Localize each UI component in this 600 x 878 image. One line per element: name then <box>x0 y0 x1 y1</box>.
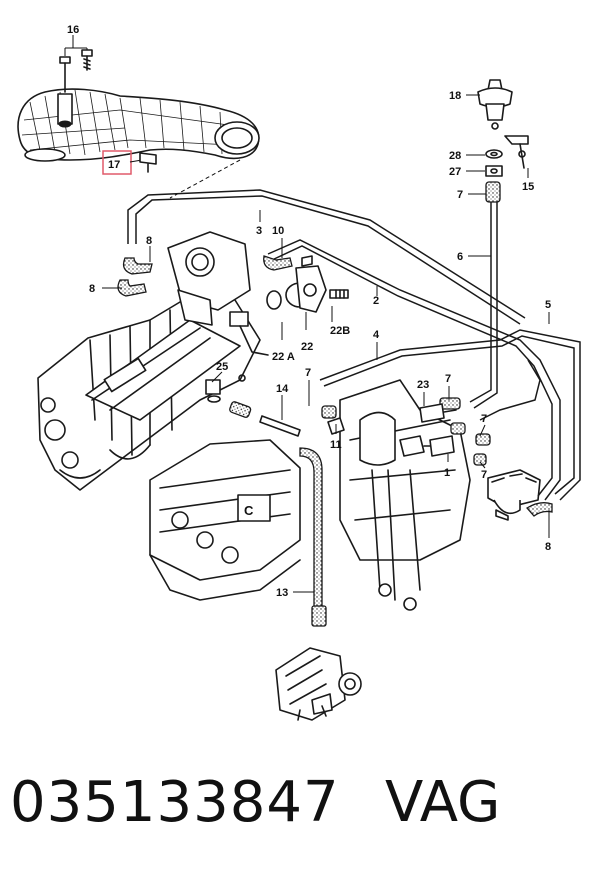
exploded-parts-diagram: C <box>17 24 581 721</box>
vacuum-line-3 <box>127 189 526 325</box>
vacuum-line-2 <box>267 239 561 501</box>
nut-27 <box>485 165 503 177</box>
callout-3: 3 <box>256 225 262 237</box>
callout-labels: 16 17 18 28 27 15 7 6 3 10 8 8 2 5 22B 4… <box>67 24 551 599</box>
bolt-22b <box>329 289 349 299</box>
callout-28: 28 <box>449 150 461 162</box>
brand-name: VAG <box>385 770 501 835</box>
callout-6: 6 <box>457 251 463 263</box>
callout-8-left: 8 <box>89 283 95 295</box>
leader-lines <box>102 94 550 593</box>
vacuum-line-4 <box>319 329 581 501</box>
callout-16: 16 <box>67 24 79 36</box>
hose-13 <box>299 447 327 627</box>
bolt-16-pair <box>59 35 93 93</box>
engine-bracket-right <box>339 379 471 611</box>
callout-4: 4 <box>373 329 380 341</box>
check-valve-18 <box>477 79 529 169</box>
distributor <box>487 469 541 521</box>
hose-8-right <box>526 502 553 517</box>
valve-1 <box>399 435 455 457</box>
callout-18: 18 <box>449 90 461 102</box>
hose-7-segments <box>229 181 501 466</box>
part-17-screw[interactable] <box>102 150 157 175</box>
callout-1: 1 <box>444 467 450 479</box>
callout-22a: 22 A <box>272 351 295 363</box>
callout-7-top: 7 <box>457 189 463 201</box>
callout-22: 22 <box>301 341 313 353</box>
callout-10: 10 <box>272 225 284 237</box>
callout-5: 5 <box>545 299 551 311</box>
intake-air-boot <box>17 88 260 162</box>
svg-text:C: C <box>244 503 254 518</box>
callout-7-right-c: 7 <box>481 469 487 481</box>
callout-7-mid: 7 <box>305 367 311 379</box>
callout-11: 11 <box>330 439 342 451</box>
callout-25: 25 <box>216 361 228 373</box>
callout-15: 15 <box>522 181 534 193</box>
vacuum-pump-assembly <box>275 647 362 721</box>
fitting-25 <box>205 374 246 403</box>
callout-13: 13 <box>276 587 288 599</box>
vacuum-line-5 <box>479 359 541 421</box>
pipe-14 <box>259 415 301 437</box>
callout-8-right: 8 <box>545 541 551 553</box>
vacuum-line-6 <box>469 200 498 409</box>
part-number: 035133847 <box>10 770 340 835</box>
callout-22b: 22B <box>330 325 350 337</box>
footer: 035133847 VAG <box>0 770 600 850</box>
callout-7-right-b: 7 <box>481 413 487 425</box>
callout-8-left-top: 8 <box>146 235 152 247</box>
sensor-23 <box>419 403 457 423</box>
throttle-body <box>167 231 269 356</box>
cylinder-head-block: C <box>149 439 301 601</box>
callout-17[interactable]: 17 <box>108 159 120 171</box>
washer-28 <box>485 149 503 159</box>
callout-27: 27 <box>449 166 461 178</box>
callout-14: 14 <box>276 383 289 395</box>
hose-8-left <box>117 255 293 297</box>
pressure-regulator-22 <box>266 255 327 313</box>
callout-2: 2 <box>373 295 379 307</box>
callout-7-right-a: 7 <box>445 373 451 385</box>
callout-23: 23 <box>417 379 429 391</box>
